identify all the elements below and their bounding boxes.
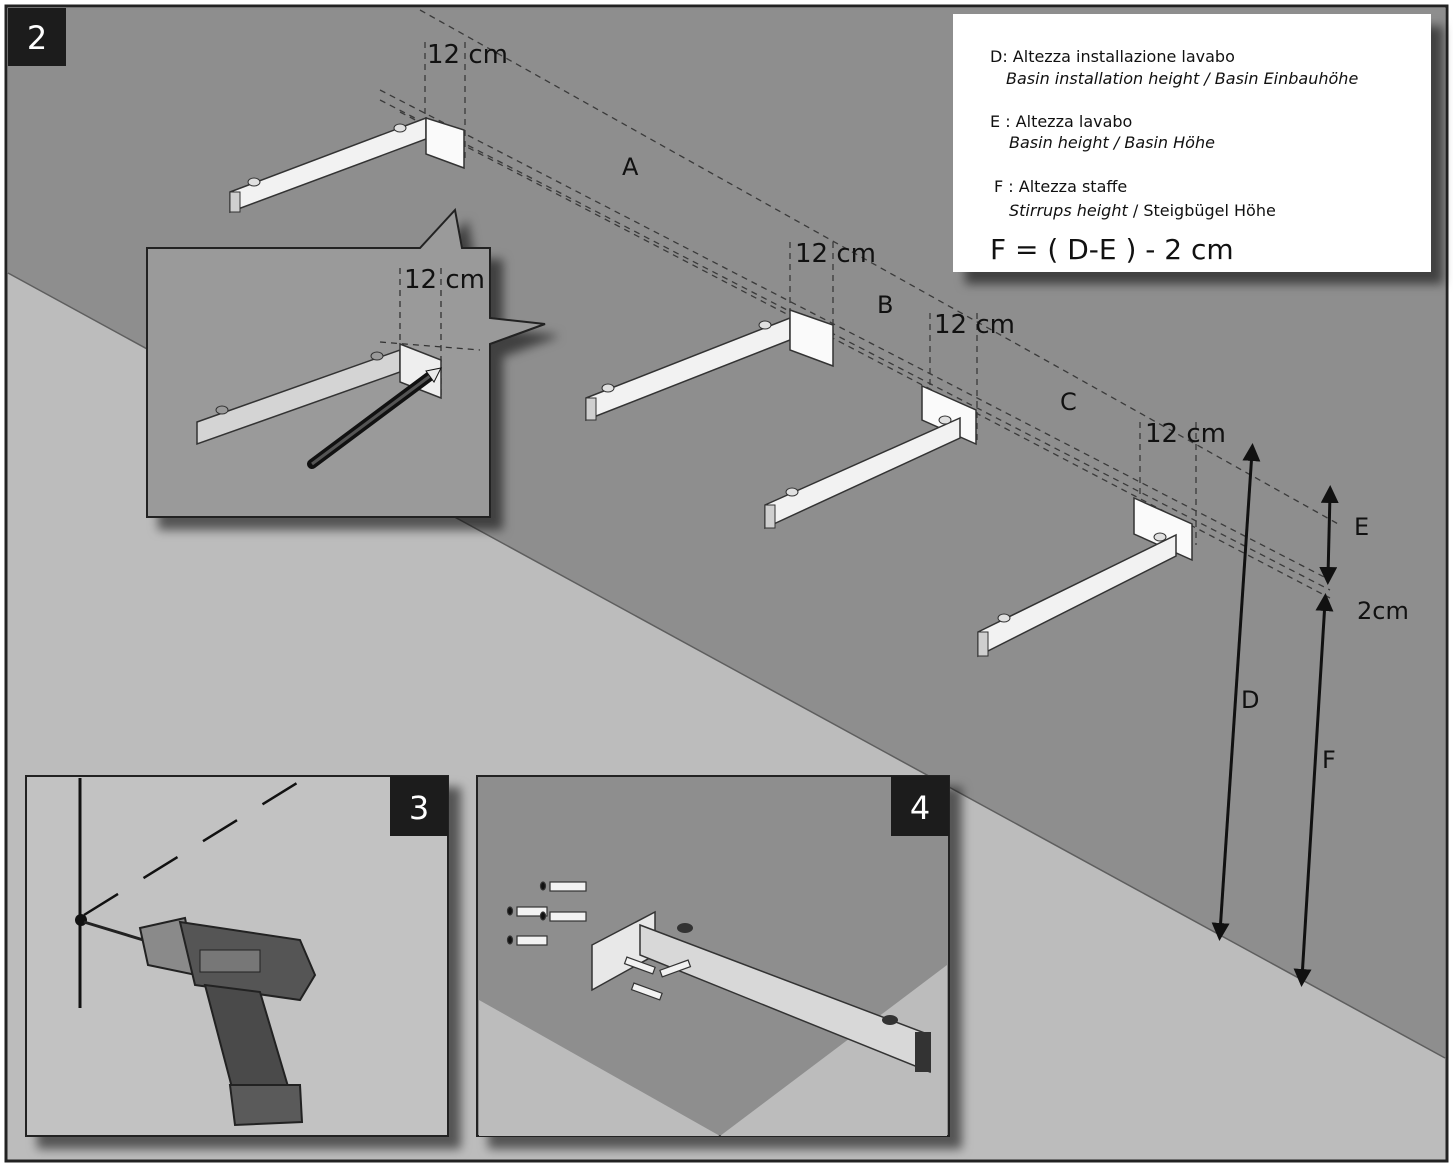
gap-label: 2cm <box>1357 597 1409 625</box>
legend-d-label: D: Altezza installazione lavabo <box>990 47 1235 66</box>
step-3-badge <box>390 776 448 836</box>
legend-formula: F = ( D-E ) - 2 cm <box>990 233 1234 266</box>
bracket-b <box>585 308 834 422</box>
offset-label-d: 12 cm <box>1145 419 1226 449</box>
wall-plugs <box>506 881 587 946</box>
legend-d-translation: Basin installation height / Basin Einbau… <box>1006 69 1358 88</box>
legend-f-label: F : Altezza staffe <box>994 177 1127 196</box>
panel-3-mark <box>75 914 87 926</box>
panel-4-bracket <box>591 910 931 1074</box>
callout-offset-label: 12 cm <box>404 265 485 295</box>
legend-box <box>953 14 1431 272</box>
pencil-callout <box>146 207 546 518</box>
panel-4-floor <box>479 1000 720 1136</box>
drill-icon <box>83 916 317 1127</box>
legend-e-label: E : Altezza lavabo <box>990 112 1132 131</box>
callout-bracket <box>196 342 442 446</box>
label-a: A <box>622 153 639 181</box>
legend-f-translation: Stirrups height / Steigbügel Höhe <box>1009 201 1276 220</box>
step-2-badge <box>8 8 66 66</box>
bracket-d <box>977 496 1193 658</box>
step-3-number: 3 <box>409 789 429 827</box>
offset-label-c: 12 cm <box>934 310 1015 340</box>
label-d: D <box>1241 686 1259 714</box>
screws <box>623 956 692 1001</box>
arrow-e <box>1319 485 1339 585</box>
offset-label-a: 12 cm <box>427 40 508 70</box>
step-4-number: 4 <box>910 789 930 827</box>
legend-e-translation: Basin height / Basin Höhe <box>1009 133 1215 152</box>
dimension-arrows <box>1211 443 1339 987</box>
step-4-badge <box>891 776 949 836</box>
bracket-a <box>229 116 465 214</box>
arrow-d <box>1211 443 1261 941</box>
panel-3-dashed-line <box>83 776 306 917</box>
offset-label-b: 12 cm <box>795 239 876 269</box>
panel-4-floor-right <box>720 965 947 1136</box>
label-b: B <box>877 291 893 319</box>
pencil-icon <box>307 367 442 469</box>
arrow-f <box>1293 593 1334 987</box>
bracket-c <box>764 384 977 530</box>
step-2-number: 2 <box>27 19 47 57</box>
label-e: E <box>1354 513 1369 541</box>
label-f: F <box>1322 746 1336 774</box>
label-c: C <box>1060 388 1077 416</box>
